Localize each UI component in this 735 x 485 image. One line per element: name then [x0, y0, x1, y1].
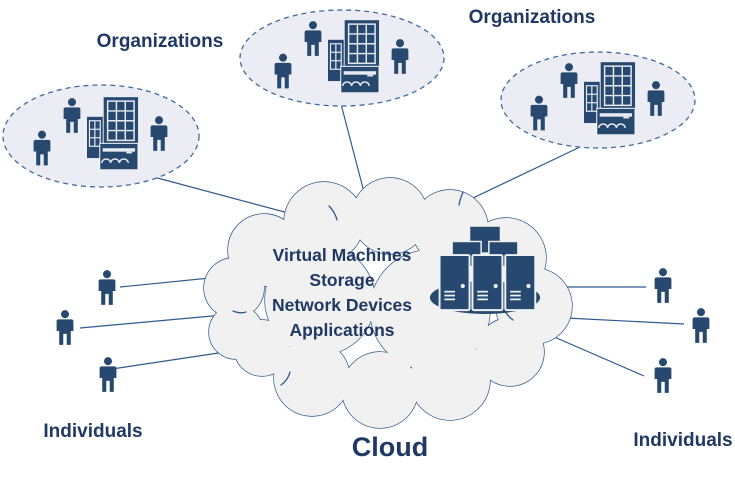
individuals-label-left: Individuals	[43, 421, 143, 442]
individuals-right-group	[654, 268, 710, 393]
connector-line	[340, 103, 366, 197]
cloud-service-item: Network Devices	[271, 295, 413, 315]
cloud-service-item: Virtual Machines	[272, 245, 412, 265]
person-icon	[654, 358, 672, 393]
connector-line	[149, 175, 293, 215]
connector-line	[551, 335, 645, 377]
person-icon	[98, 270, 116, 305]
individuals-label-right: Individuals	[633, 430, 733, 451]
cloud-service-item: Storage	[309, 270, 375, 290]
individuals-left-group	[56, 270, 117, 392]
person-icon	[99, 357, 117, 392]
organization-ellipse-top-left	[2, 84, 200, 188]
organizations-label-right: Organizations	[468, 7, 596, 28]
person-icon	[56, 310, 74, 345]
connector-lines	[79, 103, 685, 377]
cloud-services-text: Virtual Machines Storage Network Devices…	[252, 243, 432, 343]
cloud-label: Cloud	[351, 432, 429, 462]
organizations-label-left: Organizations	[96, 31, 224, 52]
organization-ellipse-top-right	[500, 51, 696, 149]
organization-ellipse-top-middle	[239, 9, 445, 107]
person-icon	[654, 268, 672, 303]
connector-line	[565, 317, 685, 325]
cloud-service-item: Applications	[289, 320, 395, 340]
person-icon	[692, 308, 710, 343]
